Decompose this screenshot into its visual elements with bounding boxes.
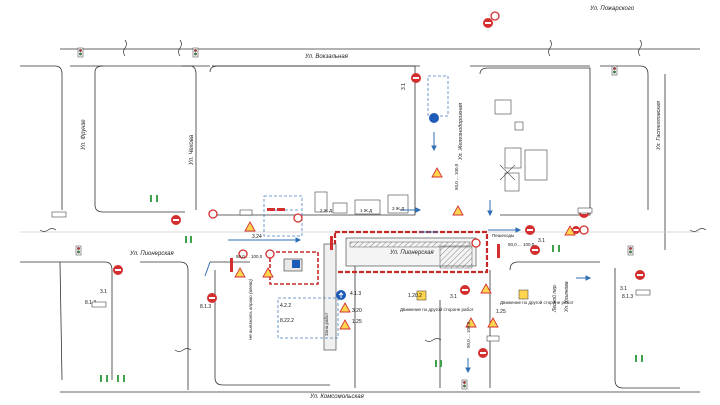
pedestrian-crossing-sign-icon xyxy=(518,289,529,300)
traffic-light-icon xyxy=(461,379,468,390)
distance-labels: 50,0 ... 100,0 50,0 ... 100,0 50,0 ... 1… xyxy=(236,163,535,348)
no-entry-sign-icon xyxy=(572,226,580,234)
no-entry-sign-icon xyxy=(207,293,217,303)
buildings xyxy=(314,99,548,215)
traffic-light-icon xyxy=(611,65,618,76)
street-label-pioneer-center: Ул. Пионерская xyxy=(389,250,435,256)
sign-codes: 3.1 3.1 3.1 3.1 4.1.3 4.2.2 8.22.2 1.25 … xyxy=(85,83,633,325)
street-label-left-vertical: Ул. Фрунзе xyxy=(81,119,87,151)
pedestrian-marks xyxy=(100,195,643,382)
sign-code: 3.20 xyxy=(352,308,362,314)
no-entry-sign-icon xyxy=(483,18,493,28)
speed-limit-sign-icon xyxy=(490,11,500,21)
sign-code: 3.1 xyxy=(401,83,407,90)
sign-code: 4.1.3 xyxy=(350,291,361,297)
road-works-sign-icon xyxy=(465,317,477,328)
road-break-marks xyxy=(39,39,707,352)
building-mark: 1 Ж.Д xyxy=(360,208,372,213)
direction-signs xyxy=(292,113,439,300)
speed-limit-sign-icon xyxy=(471,238,481,248)
street-label-chekhov: Ул. Чехова xyxy=(189,134,195,166)
traffic-light-icon xyxy=(75,245,82,256)
info-plates xyxy=(51,207,651,342)
street-label-right-vertical: Ул. Гастелловская xyxy=(656,101,662,151)
street-labels: Ул. Пожарского Ул. Вокзальная Ул. Комсом… xyxy=(81,6,662,400)
no-entry-sign-icon xyxy=(478,348,488,358)
road-works-sign-icon xyxy=(431,167,443,178)
sign-code: 4.2.2 xyxy=(280,303,291,309)
road-works-sign-icon xyxy=(480,283,492,294)
no-entry-signs xyxy=(113,18,645,358)
sign-code: 3.1 xyxy=(450,294,457,300)
annotation-pedestrian: Пешеходы xyxy=(492,233,514,238)
street-label-pioneer-left: Ул. Пионерская xyxy=(129,251,175,257)
no-entry-sign-icon xyxy=(113,265,123,275)
traffic-light-icon xyxy=(77,47,84,58)
direction-sign-icon xyxy=(429,113,439,123)
annotation-work-zone: Зона работ xyxy=(324,312,329,336)
distance-label: 50,0 ... 100,0 xyxy=(466,321,471,348)
detour-arrow-icon xyxy=(292,260,300,268)
traffic-light-icon xyxy=(192,47,199,58)
speed-limit-sign-icon xyxy=(265,249,275,259)
distance-label: 50,0 ... 100,0 xyxy=(236,254,263,259)
legend-marks: 2 Ж.Д 1 Ж.Д 3 Ж.Д xyxy=(320,206,404,213)
sign-code: 3.1 xyxy=(100,289,107,295)
sign-code: 8.1.3 xyxy=(200,304,211,310)
road-outlines xyxy=(20,48,700,393)
annotations: Не выезжать вправо (влево) Движение по д… xyxy=(248,233,574,340)
sign-code: 8.22.2 xyxy=(280,318,294,324)
no-entry-sign-icon xyxy=(530,245,540,255)
annotation-detour-2: Движение по другой стороне работ xyxy=(500,299,574,305)
road-works-sign-icon xyxy=(487,317,499,328)
sign-code: 1.20.2 xyxy=(408,293,422,299)
sign-code: 8.1.3 xyxy=(622,294,633,300)
distance-label: 50,0 ... 100,0 xyxy=(454,163,459,190)
street-label-top-right: Ул. Пожарского xyxy=(589,6,635,12)
crossing-signs xyxy=(416,289,529,301)
road-works-sign-icon xyxy=(564,225,576,236)
street-label-zheleznodorozhnaya: Ул. Железнодорожная xyxy=(458,103,464,161)
speed-limit-sign-icon xyxy=(579,225,589,235)
road-works-sign-icon xyxy=(244,221,256,232)
annotation-not-allowed: Не выезжать вправо (влево) xyxy=(248,279,253,340)
no-entry-sign-icon xyxy=(411,73,421,83)
sign-code: 8.1.3 xyxy=(85,300,96,306)
road-works-sign-icon xyxy=(234,267,246,278)
sign-code: 3.24 xyxy=(252,234,262,240)
street-label-bottom: Ул. Комсомольская xyxy=(309,394,365,400)
sign-code: 3.1 xyxy=(620,286,627,292)
street-label-ulyanov: Ул. Ульянова xyxy=(564,281,570,312)
barriers xyxy=(230,208,500,272)
road-works-sign-icon xyxy=(452,205,464,216)
building-mark: 3 Ж.Д xyxy=(392,206,404,211)
work-zone xyxy=(269,230,489,351)
street-label-lesnoy: Лесной пер. xyxy=(551,284,558,313)
warning-signs xyxy=(234,167,576,330)
speed-limit-sign-icon xyxy=(208,209,218,219)
sign-code: 1.25 xyxy=(496,309,506,315)
sign-code: 1.25 xyxy=(352,319,362,325)
speed-limit-sign-icon xyxy=(293,213,303,223)
building-mark: 2 Ж.Д xyxy=(320,208,332,213)
traffic-arrows xyxy=(204,132,592,374)
direction-sign-icon xyxy=(336,290,346,300)
no-entry-sign-icon xyxy=(635,270,645,280)
no-entry-sign-icon xyxy=(525,225,535,235)
street-label-top: Ул. Вокзальная xyxy=(304,54,349,60)
road-works-sign-icon xyxy=(262,267,274,278)
distance-label: 50,0 ... 100,0 xyxy=(508,242,535,247)
pedestrian-crossing-sign-icon xyxy=(416,290,427,301)
road-works-sign-icon xyxy=(339,302,351,313)
road-works-sign-icon xyxy=(339,319,351,330)
annotation-detour-1: Движение по другой стороне работ xyxy=(400,306,474,312)
traffic-lights xyxy=(75,47,634,390)
no-entry-sign-icon xyxy=(171,215,181,225)
no-entry-sign-icon xyxy=(460,285,470,295)
sign-code: 3.1 xyxy=(538,238,545,244)
prohibition-signs xyxy=(208,11,589,259)
traffic-light-icon xyxy=(627,245,634,256)
speed-limit-sign-icon xyxy=(238,249,248,259)
